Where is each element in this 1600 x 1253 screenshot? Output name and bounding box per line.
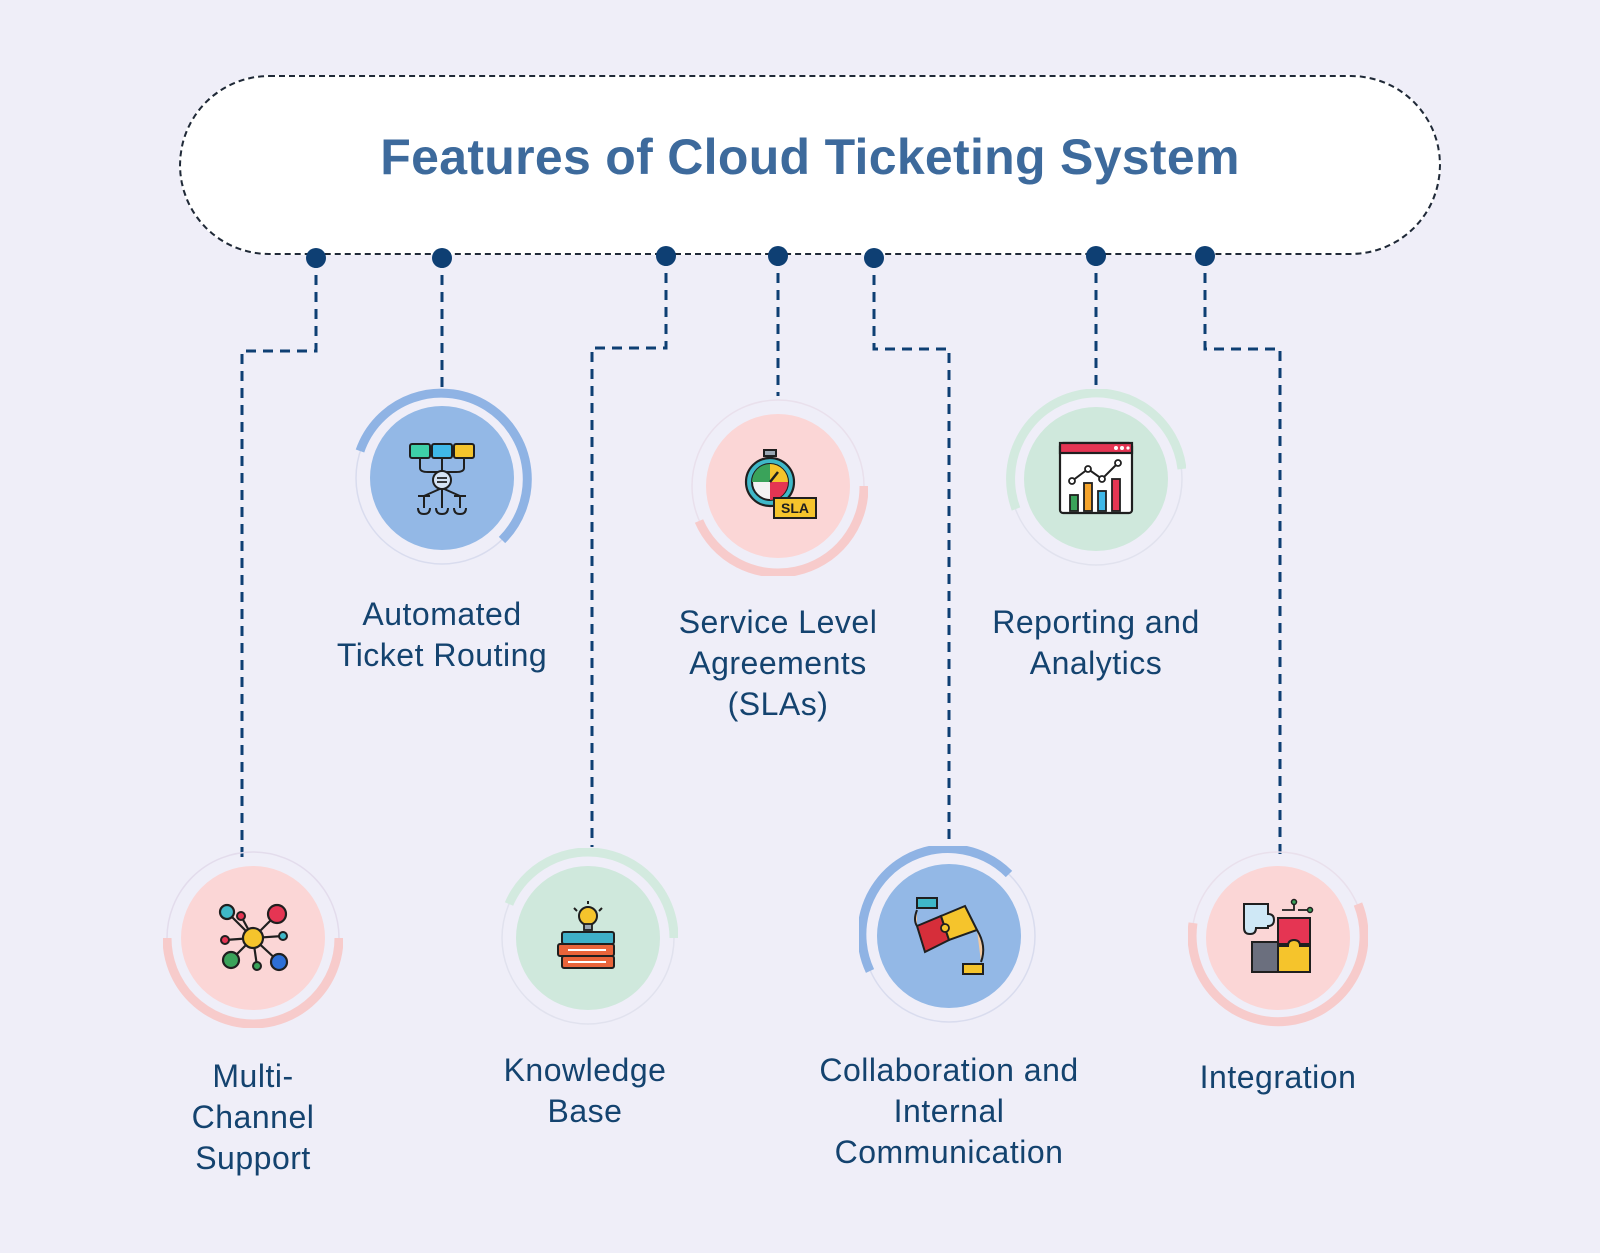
label-line: Knowledge [503, 1052, 667, 1088]
label-line: Automated [362, 596, 522, 632]
sla-stopwatch-icon: SLA [744, 449, 817, 519]
label-line: Service Level [678, 604, 878, 640]
feature-reporting-and-analytics [1006, 389, 1186, 569]
page-title: Features of Cloud Ticketing System [380, 129, 1240, 185]
feature-label: Reporting and Analytics [936, 602, 1256, 684]
title-banner [179, 75, 1441, 255]
books-lightbulb-icon [557, 901, 615, 969]
label-line: (SLAs) [727, 686, 829, 722]
svg-text:SLA: SLA [781, 500, 809, 516]
feature-knowledge-base [498, 848, 678, 1028]
feature-automated-ticket-routing [352, 388, 532, 568]
label-line: Internal [893, 1093, 1005, 1129]
feature-service-level-agreements: SLA [688, 396, 868, 576]
connector-dot [432, 248, 452, 268]
feature-multi-channel-support [163, 848, 343, 1028]
feature-label: Knowledge Base [425, 1050, 745, 1132]
analytics-chart-icon [1058, 441, 1134, 515]
label-line: Channel [191, 1099, 315, 1135]
label-line: Ticket Routing [336, 637, 548, 673]
connector-dot [864, 248, 884, 268]
label-line: Communication [834, 1134, 1064, 1170]
feature-integration [1188, 848, 1368, 1028]
puzzle-handshake-icon [914, 897, 985, 975]
feature-label: Automated Ticket Routing [282, 594, 602, 676]
feature-label: Multi- Channel Support [93, 1056, 413, 1179]
label-line: Integration [1199, 1059, 1357, 1095]
label-line: Analytics [1029, 645, 1163, 681]
connector-knowledge-base [590, 256, 668, 847]
connector-dot [1195, 246, 1215, 266]
connector-multi-channel [240, 258, 318, 862]
puzzle-pieces-icon [1243, 898, 1314, 973]
label-line: Multi- [212, 1058, 294, 1094]
label-line: Collaboration and [819, 1052, 1079, 1088]
feature-label: Collaboration and Internal Communication [789, 1050, 1109, 1173]
label-line: Support [195, 1140, 311, 1176]
connector-integration [1203, 256, 1282, 855]
feature-label: Integration [1118, 1057, 1438, 1098]
feature-collaboration-internal-communication [859, 846, 1039, 1026]
connector-collaboration [872, 258, 951, 847]
label-line: Base [547, 1093, 623, 1129]
network-hub-icon [218, 903, 289, 972]
feature-label: Service Level Agreements (SLAs) [618, 602, 938, 725]
connector-dot [306, 248, 326, 268]
connector-dot [1086, 246, 1106, 266]
connector-dot [768, 246, 788, 266]
ticket-routing-icon [409, 443, 475, 516]
connector-dot [656, 246, 676, 266]
label-line: Agreements [689, 645, 867, 681]
label-line: Reporting and [992, 604, 1200, 640]
